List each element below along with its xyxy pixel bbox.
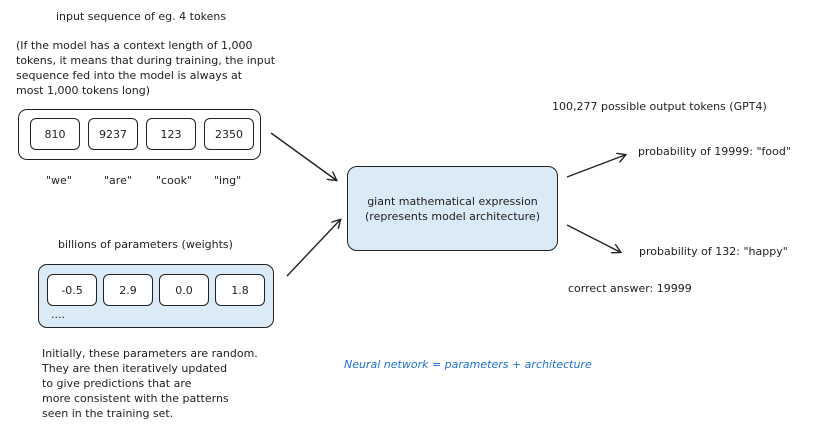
model-expression-box: giant mathematical expression (represent…	[347, 166, 558, 251]
model-box-line1: giant mathematical expression	[367, 194, 538, 208]
output-tokens-header: 100,277 possible output tokens (GPT4)	[552, 100, 767, 113]
context-length-note: (If the model has a context length of 1,…	[16, 39, 276, 97]
token-text-label: "ing"	[214, 174, 242, 187]
input-to-model-arrow	[270, 132, 336, 180]
token-id-cell: 9237	[88, 118, 138, 150]
parameters-to-model-arrow	[286, 220, 340, 277]
token-text-label: "cook"	[156, 174, 192, 187]
probability-happy-label: probability of 132: "happy"	[639, 245, 788, 258]
parameter-value-cell: 1.8	[215, 274, 265, 306]
parameter-value-cell: 2.9	[103, 274, 153, 306]
input-token-group: 810 9237 123 2350	[18, 109, 261, 160]
model-box-line2: (represents model architecture)	[365, 209, 540, 223]
model-to-happy-arrow	[566, 224, 620, 252]
parameters-group: -0.5 2.9 0.0 1.8 ....	[38, 264, 274, 328]
correct-answer-label: correct answer: 19999	[568, 282, 692, 295]
parameter-value-cell: -0.5	[47, 274, 97, 306]
token-id-cell: 123	[146, 118, 196, 150]
neural-network-definition: Neural network = parameters + architectu…	[344, 358, 592, 371]
token-text-label: "we"	[46, 174, 72, 187]
input-sequence-title: input sequence of eg. 4 tokens	[56, 10, 227, 23]
parameter-value-cell: 0.0	[159, 274, 209, 306]
parameters-ellipsis: ....	[51, 308, 65, 321]
parameters-note: Initially, these parameters are random. …	[42, 347, 258, 420]
model-to-food-arrow	[566, 155, 625, 178]
token-text-label: "are"	[104, 174, 132, 187]
parameters-title: billions of parameters (weights)	[58, 238, 233, 251]
probability-food-label: probability of 19999: "food"	[638, 145, 791, 158]
token-id-cell: 810	[30, 118, 80, 150]
token-id-cell: 2350	[204, 118, 254, 150]
